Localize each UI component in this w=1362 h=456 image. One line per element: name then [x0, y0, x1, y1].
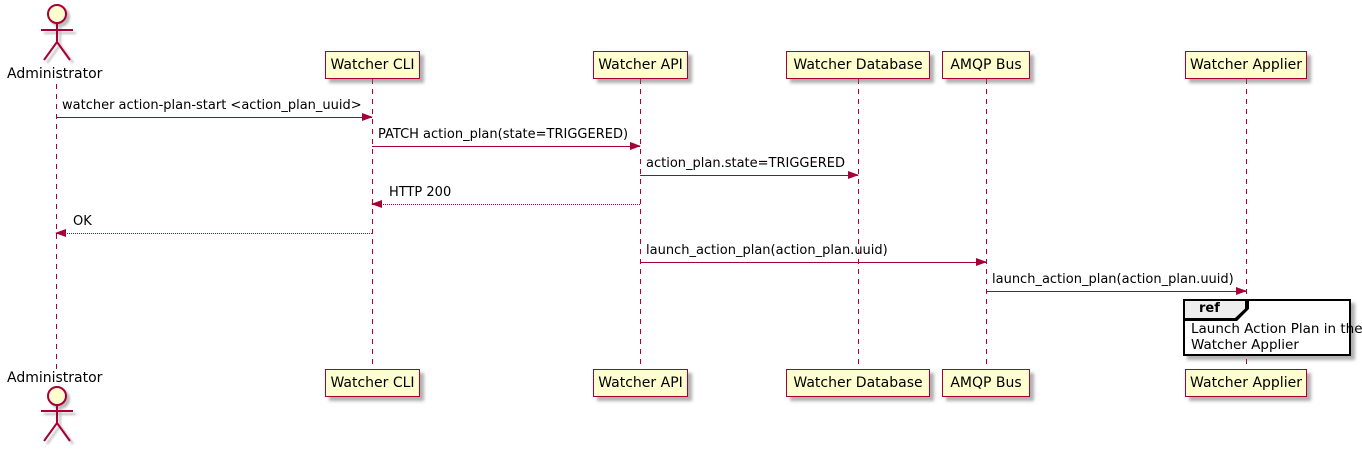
- participant-watcher-api-top: Watcher API: [593, 51, 688, 79]
- participant-label: AMQP Bus: [950, 57, 1022, 73]
- lifeline-watcher-cli: [372, 79, 373, 369]
- lifeline-watcher-api: [640, 79, 641, 369]
- participant-amqp-bus-bottom: AMQP Bus: [942, 369, 1030, 397]
- participant-label: Watcher CLI: [330, 375, 415, 391]
- arrowhead-icon: [630, 142, 641, 150]
- participant-watcher-cli-top: Watcher CLI: [325, 51, 420, 79]
- participant-label: Watcher API: [598, 57, 683, 73]
- actor-administrator-bottom-icon: [41, 386, 73, 442]
- participant-label: Watcher Database: [793, 375, 923, 391]
- participant-label: Watcher Applier: [1190, 57, 1302, 73]
- actor-administrator-top-icon: [41, 4, 73, 61]
- participant-label: Watcher Database: [793, 57, 923, 73]
- participant-watcher-api-bottom: Watcher API: [593, 369, 688, 397]
- lifeline-watcher-applier: [1246, 79, 1247, 369]
- ref-text-line1: Launch Action Plan in the: [1191, 321, 1362, 337]
- actor-administrator-top-label: Administrator: [7, 66, 103, 82]
- participant-label: Watcher CLI: [330, 57, 415, 73]
- message-label: watcher action-plan-start <action_plan_u…: [62, 98, 362, 113]
- participant-label: AMQP Bus: [950, 375, 1022, 391]
- message-label: launch_action_plan(action_plan.uuid): [646, 243, 888, 258]
- message-line: [986, 291, 1246, 292]
- arrowhead-icon: [976, 258, 987, 266]
- lifeline-watcher-database: [858, 79, 859, 369]
- message-label: PATCH action_plan(state=TRIGGERED): [378, 127, 629, 142]
- ref-keyword: ref: [1199, 301, 1220, 316]
- participant-watcher-database-bottom: Watcher Database: [786, 369, 930, 397]
- arrowhead-icon: [371, 200, 382, 208]
- message-label: HTTP 200: [389, 185, 452, 200]
- lifeline-administrator: [56, 84, 57, 371]
- message-line: [640, 175, 858, 176]
- ref-text-line2: Watcher Applier: [1191, 337, 1299, 353]
- actor-administrator-bottom-label: Administrator: [7, 370, 103, 386]
- participant-amqp-bus-top: AMQP Bus: [942, 51, 1030, 79]
- ref-tab: ref: [1183, 299, 1249, 321]
- arrowhead-icon: [55, 229, 66, 237]
- message-line: [56, 117, 372, 118]
- participant-label: Watcher API: [598, 375, 683, 391]
- ref-tab-fill: [1185, 301, 1245, 318]
- message-line: [372, 204, 640, 205]
- ref-fragment: ref Launch Action Plan in the Watcher Ap…: [1183, 299, 1362, 356]
- participant-watcher-applier-top: Watcher Applier: [1185, 51, 1307, 79]
- message-line: [56, 233, 372, 234]
- message-label: action_plan.state=TRIGGERED: [646, 156, 845, 171]
- arrowhead-icon: [848, 171, 859, 179]
- message-label: OK: [73, 214, 92, 229]
- arrowhead-icon: [362, 113, 373, 121]
- participant-label: Watcher Applier: [1190, 375, 1302, 391]
- participant-watcher-applier-bottom: Watcher Applier: [1185, 369, 1307, 397]
- arrowhead-icon: [1236, 287, 1247, 295]
- lifeline-amqp-bus: [986, 79, 987, 369]
- ref-text: Launch Action Plan in the Watcher Applie…: [1191, 321, 1362, 353]
- participant-watcher-cli-bottom: Watcher CLI: [325, 369, 420, 397]
- message-line: [640, 262, 986, 263]
- participant-watcher-database-top: Watcher Database: [786, 51, 930, 79]
- message-line: [372, 146, 640, 147]
- message-label: launch_action_plan(action_plan.uuid): [992, 272, 1234, 287]
